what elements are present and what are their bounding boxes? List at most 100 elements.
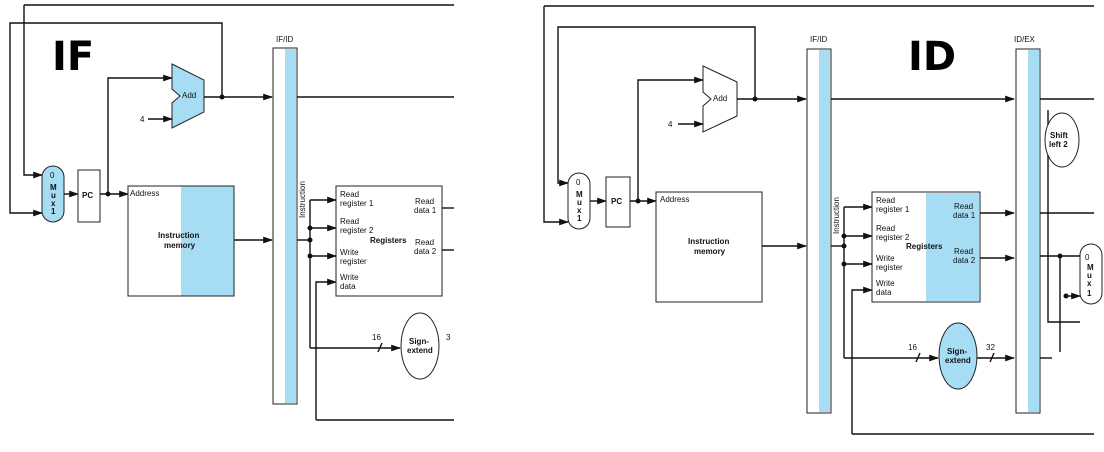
reg-input-label: Read (876, 196, 895, 205)
registers-label: Registers (906, 242, 943, 251)
mux-label: x (51, 199, 56, 208)
adder (702, 65, 738, 133)
imem-label: Instruction (158, 231, 199, 240)
mux-label: u (577, 198, 582, 207)
ifid-label: IF/ID (276, 35, 294, 44)
pc-feedback-wire (557, 26, 756, 187)
pc-register (77, 169, 101, 223)
reg-output-label: data 2 (414, 247, 437, 256)
reg-input-label: register 1 (340, 199, 374, 208)
junction-dot (752, 96, 758, 102)
address-label: Address (660, 195, 689, 204)
pc-label: PC (82, 191, 93, 200)
reg-output-label: Read (954, 202, 973, 211)
write-data-wire (851, 286, 873, 434)
reg-input-label: register (876, 263, 903, 272)
bus-slash (915, 352, 921, 363)
imem-shading (181, 186, 234, 296)
instruction-label: Instruction (832, 197, 841, 234)
shift-left-2 (1044, 112, 1080, 168)
alu-mux (1079, 243, 1103, 305)
bus-slash (377, 342, 383, 353)
idex-label: ID/EX (1014, 35, 1036, 44)
pc-label: PC (611, 197, 622, 206)
junction-dot (841, 243, 847, 249)
imem-border (127, 185, 235, 297)
bits-out: 3 (446, 333, 451, 342)
instruction-label: Instruction (298, 181, 307, 218)
ifid-label: IF/ID (810, 35, 828, 44)
bits-in: 16 (372, 333, 381, 342)
branch-mux-wire (543, 6, 569, 226)
sign-extend-label: extend (407, 346, 433, 355)
junction-dot (1063, 293, 1069, 299)
imem-label: Instruction (688, 237, 729, 246)
imm-to-shift-wire (1047, 110, 1080, 323)
reg-output-label: data 2 (953, 256, 976, 265)
const-four: 4 (668, 120, 673, 129)
stage-title-if: IF (52, 34, 94, 80)
mux-label: 1 (51, 207, 56, 216)
reg-input-label: data (876, 288, 892, 297)
imem-label: memory (694, 247, 726, 256)
instruction-memory (655, 191, 763, 303)
reg-output-label: Read (415, 197, 434, 206)
mux-label: 0 (576, 178, 581, 187)
reg-input-label: register 2 (340, 226, 374, 235)
reg-input-label: register 1 (876, 205, 910, 214)
reg-input-label: Read (340, 190, 359, 199)
reg-input-label: Write (876, 254, 895, 263)
reg-output-label: data 1 (414, 206, 437, 215)
pc-to-add-wire (107, 74, 173, 194)
sign-extend (938, 322, 978, 390)
mux-label: M (50, 183, 57, 192)
pc-register (605, 176, 631, 228)
junction-dot (307, 225, 313, 231)
write-data-wire (315, 278, 337, 420)
shift-left-label: left 2 (1049, 140, 1068, 149)
reg-output-label: Read (415, 238, 434, 247)
reg-input-label: Read (876, 224, 895, 233)
if-stage-panel: IF 0 M u x 1 PC Add 4 Address Instructio… (9, 4, 454, 421)
reg-input-label: Read (340, 217, 359, 226)
mux-label: x (1087, 279, 1092, 288)
const-four: 4 (140, 115, 145, 124)
junction-dot (841, 261, 847, 267)
reg-output-label: data 1 (953, 211, 976, 220)
junction-dot (307, 253, 313, 259)
stage-title-id: ID (908, 34, 956, 80)
register-file (335, 185, 443, 297)
reg-input-label: register (340, 257, 367, 266)
mux-label: 1 (577, 214, 582, 223)
mux-label: u (1087, 271, 1092, 280)
adder-label: Add (713, 94, 727, 103)
sign-extend-label: Sign- (409, 337, 429, 346)
mux-label: u (51, 191, 56, 200)
bus-slash (989, 352, 995, 363)
branch-mux-wire (23, 5, 43, 179)
reg-input-label: Write (340, 248, 359, 257)
address-label: Address (130, 189, 159, 198)
bits-out: 32 (986, 343, 995, 352)
ifid-shading (285, 49, 296, 403)
reg-output-label: Read (954, 247, 973, 256)
imem-label: memory (164, 241, 196, 250)
adder (171, 63, 205, 129)
junction-dot (841, 233, 847, 239)
reg-input-label: Write (876, 279, 895, 288)
reg-input-label: Write (340, 273, 359, 282)
mux-label: 0 (1085, 253, 1090, 262)
pc-to-add-wire (637, 76, 704, 201)
junction-dot (219, 94, 225, 100)
mux-label: x (577, 206, 582, 215)
mux-label: 1 (1087, 289, 1092, 298)
bits-in: 16 (908, 343, 917, 352)
reg-input-label: register 2 (876, 233, 910, 242)
sign-extend-label: extend (945, 356, 971, 365)
mux-label: 0 (50, 171, 55, 180)
pc-feedback-wire (9, 22, 223, 217)
shift-left-label: Shift (1050, 131, 1068, 140)
regfile-shading (926, 193, 979, 301)
idex-shading (1028, 50, 1039, 412)
